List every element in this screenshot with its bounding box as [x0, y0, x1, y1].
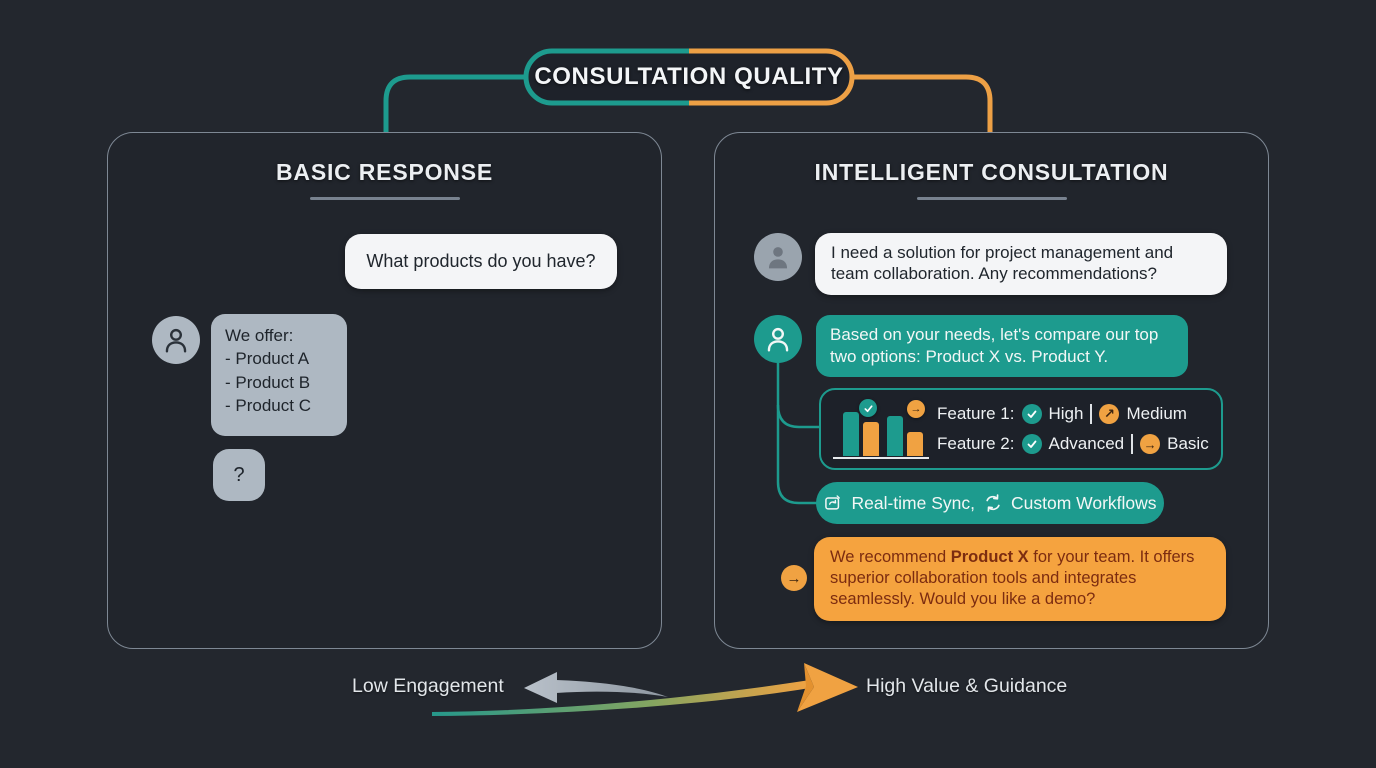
page-title: CONSULTATION QUALITY [534, 63, 844, 90]
heading-underline [309, 197, 460, 200]
assistant-avatar [754, 315, 802, 363]
sync-box-icon [825, 495, 841, 510]
agent-message-bubble: We offer: - Product A - Product B - Prod… [211, 314, 347, 436]
high-value-label: High Value & Guidance [866, 675, 1068, 697]
recommended-product: Product X [950, 548, 1029, 566]
agent-avatar [152, 316, 200, 364]
feature-label: Feature 2: [937, 434, 1015, 453]
assistant-message-bubble: Based on your needs, let's compare our t… [816, 315, 1188, 377]
capability-text: Custom Workflows [1010, 492, 1157, 513]
bar-chart-icon: → [831, 396, 933, 462]
user-message-bubble: I need a solution for project management… [815, 233, 1227, 295]
teal-connector-line [383, 74, 529, 136]
feature-row: Feature 1: High ↗ Medium [937, 399, 1213, 429]
check-icon [1021, 404, 1042, 424]
arrow-right-icon: → [1140, 434, 1161, 454]
feature-label: Feature 1: [937, 404, 1015, 423]
orange-connector-line [849, 74, 993, 136]
recommendation-bubble: We recommend Product X for your team. It… [814, 537, 1226, 621]
low-engagement-arrow [524, 672, 668, 703]
check-badge-icon [859, 399, 877, 417]
question-mark-bubble: ? [213, 449, 265, 501]
user-message-bubble: What products do you have? [345, 234, 617, 289]
recommendation-text: We recommend [830, 548, 951, 566]
heading-underline [916, 197, 1067, 200]
feature-comparison-box: → Feature 1: High ↗ Medium Feature 2: [819, 388, 1223, 470]
capabilities-pill: Real-time Sync, Custom Workflows [816, 482, 1164, 524]
capability-text: Real-time Sync, [851, 492, 975, 513]
feature-primary-value: Advanced [1048, 434, 1125, 453]
feature-primary-value: High [1048, 404, 1084, 423]
basic-response-heading: BASIC RESPONSE [276, 159, 493, 185]
user-avatar [754, 233, 802, 281]
intelligent-consultation-panel: INTELLIGENT CONSULTATION I need a soluti… [714, 132, 1269, 649]
feature-row: Feature 2: Advanced → Basic [937, 429, 1213, 459]
recommendation-text: for your team. It offers superior collab… [830, 548, 1195, 608]
check-icon [1021, 434, 1042, 454]
divider [1131, 434, 1134, 454]
arrow-badge-icon: → [907, 400, 925, 418]
arrow-up-right-icon: ↗ [1099, 404, 1120, 424]
basic-response-panel: BASIC RESPONSE What products do you have… [107, 132, 662, 649]
low-engagement-label: Low Engagement [352, 675, 504, 697]
feature-secondary-value: Basic [1167, 434, 1209, 453]
person-icon [767, 327, 789, 352]
arrow-right-icon: → [781, 565, 807, 591]
intelligent-consultation-heading: INTELLIGENT CONSULTATION [814, 159, 1169, 185]
feature-secondary-value: Medium [1126, 404, 1187, 423]
refresh-cycle-icon [986, 494, 1000, 512]
person-icon [768, 247, 788, 269]
person-icon [165, 328, 187, 353]
divider [1090, 404, 1093, 424]
